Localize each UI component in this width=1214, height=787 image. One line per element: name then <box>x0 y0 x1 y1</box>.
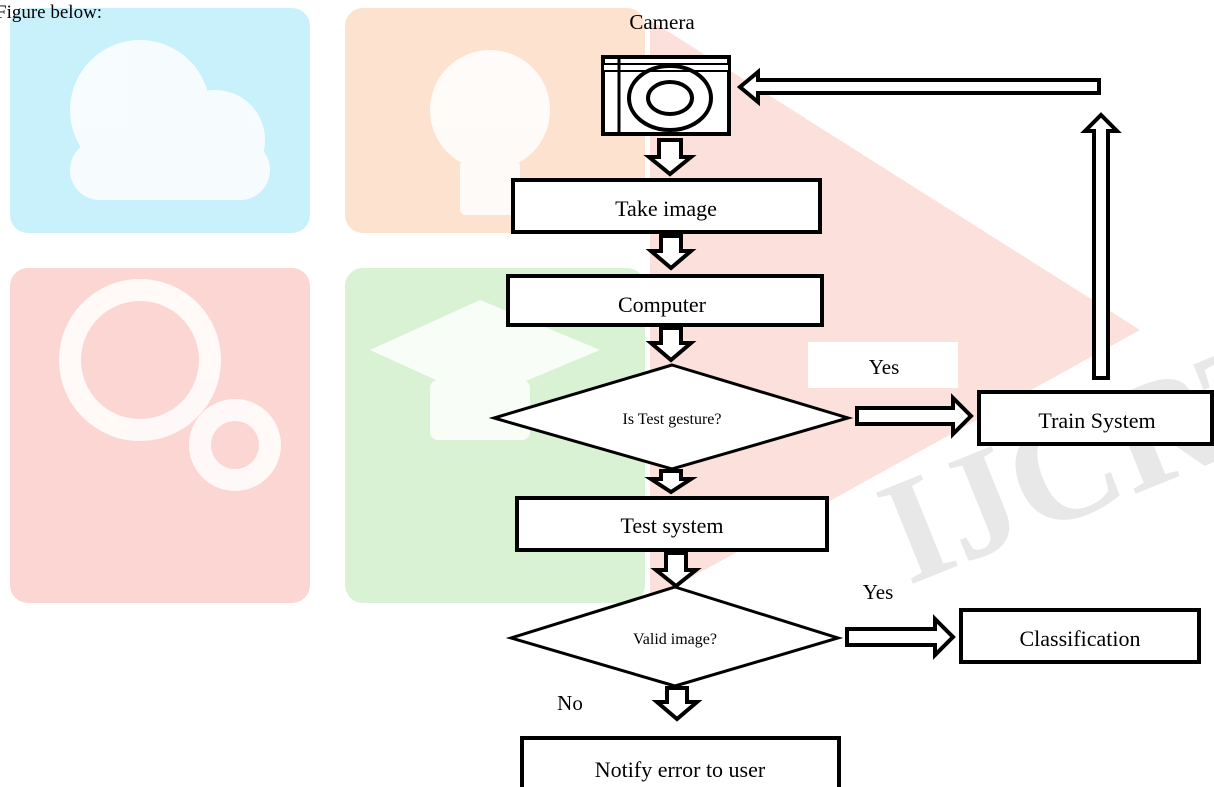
computer-box <box>506 274 824 327</box>
camera-icon <box>601 55 731 136</box>
take-image-label: Take image <box>615 196 717 221</box>
camera-label: Camera <box>629 10 695 34</box>
lightbulb-icon <box>430 50 550 215</box>
arrow-take-image-to-computer <box>645 234 697 271</box>
figure-caption: Figure below: <box>0 2 102 23</box>
gesture-yes-label-background <box>808 342 958 388</box>
notify-error-label: Notify error to user <box>595 757 766 782</box>
take-image-box <box>511 178 822 234</box>
train-system-box <box>977 390 1214 446</box>
computer-label: Computer <box>618 292 707 317</box>
arrow-train-up <box>1080 112 1122 380</box>
arrow-valid-to-classification <box>845 614 956 660</box>
play-icon <box>650 20 1140 600</box>
graduation-cap-icon <box>370 300 600 440</box>
valid-image-label: Valid image? <box>633 631 717 648</box>
gesture-yes-label: Yes <box>869 355 900 379</box>
gears-icon <box>59 279 281 491</box>
test-system-box <box>515 496 829 552</box>
classification-label: Classification <box>1020 626 1141 651</box>
train-system-label: Train System <box>1038 408 1155 433</box>
notify-error-box <box>520 736 841 787</box>
test-gesture-label: Is Test gesture? <box>623 411 722 428</box>
valid-yes-label: Yes <box>863 580 894 604</box>
arrow-gesture-to-train <box>855 393 974 439</box>
cloud-icon <box>70 40 270 200</box>
arrow-computer-to-gesture <box>645 326 697 363</box>
test-system-label: Test system <box>621 513 724 538</box>
arrow-to-camera <box>736 67 1101 107</box>
valid-no-label: No <box>557 691 583 715</box>
arrow-gesture-to-test <box>644 469 698 495</box>
classification-box <box>959 608 1201 664</box>
arrow-camera-to-take-image <box>643 138 697 177</box>
arrow-valid-to-notify <box>651 686 703 722</box>
arrow-test-to-valid <box>650 551 702 589</box>
